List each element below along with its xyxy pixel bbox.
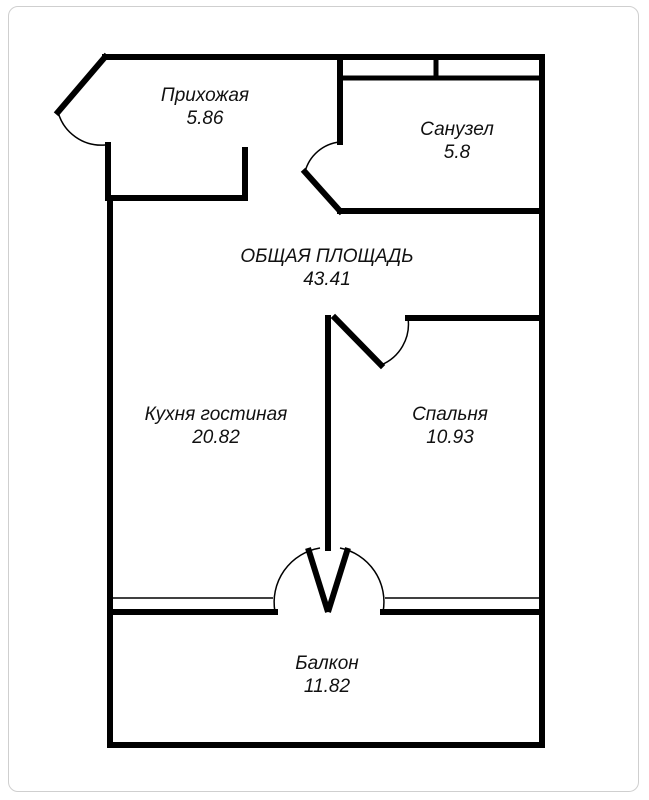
room-label-bedroom: Спальня 10.93 <box>412 403 488 449</box>
room-name: Прихожая <box>160 85 250 106</box>
total-area-label: ОБЩАЯ ПЛОЩАДЬ 43.41 <box>240 245 413 291</box>
bedroom-door-leaf <box>330 313 386 370</box>
total-area-value: 43.41 <box>303 269 351 290</box>
outer-wall <box>102 54 545 748</box>
room-area: 10.93 <box>426 427 474 448</box>
room-label-hallway: Прихожая 5.86 <box>161 84 249 130</box>
room-name: Кухня гостиная <box>144 404 288 425</box>
room-name: Балкон <box>295 653 359 674</box>
room-name: Спальня <box>412 404 488 425</box>
room-area: 11.82 <box>303 676 351 697</box>
balcony-door-leaf-right <box>325 547 351 613</box>
image-frame <box>8 6 639 792</box>
bedroom-door-arc <box>380 317 410 366</box>
room-area: 5.8 <box>443 142 471 163</box>
room-label-kitchen-living: Кухня гостиная 20.82 <box>145 403 288 449</box>
balcony-door-leaf-left <box>305 547 331 613</box>
room-area: 20.82 <box>192 427 240 448</box>
room-name: Санузел <box>420 119 494 140</box>
bathroom-door-arc <box>304 141 341 173</box>
total-area-title: ОБЩАЯ ПЛОЩАДЬ <box>240 246 414 267</box>
entrance-wall-top <box>53 52 110 117</box>
room-label-balcony: Балкон 11.82 <box>295 652 358 698</box>
room-label-bathroom: Санузел 5.8 <box>420 118 494 164</box>
bathroom-door-leaf <box>300 167 345 216</box>
room-area: 5.86 <box>186 108 224 129</box>
entrance-door-arc <box>57 111 106 146</box>
